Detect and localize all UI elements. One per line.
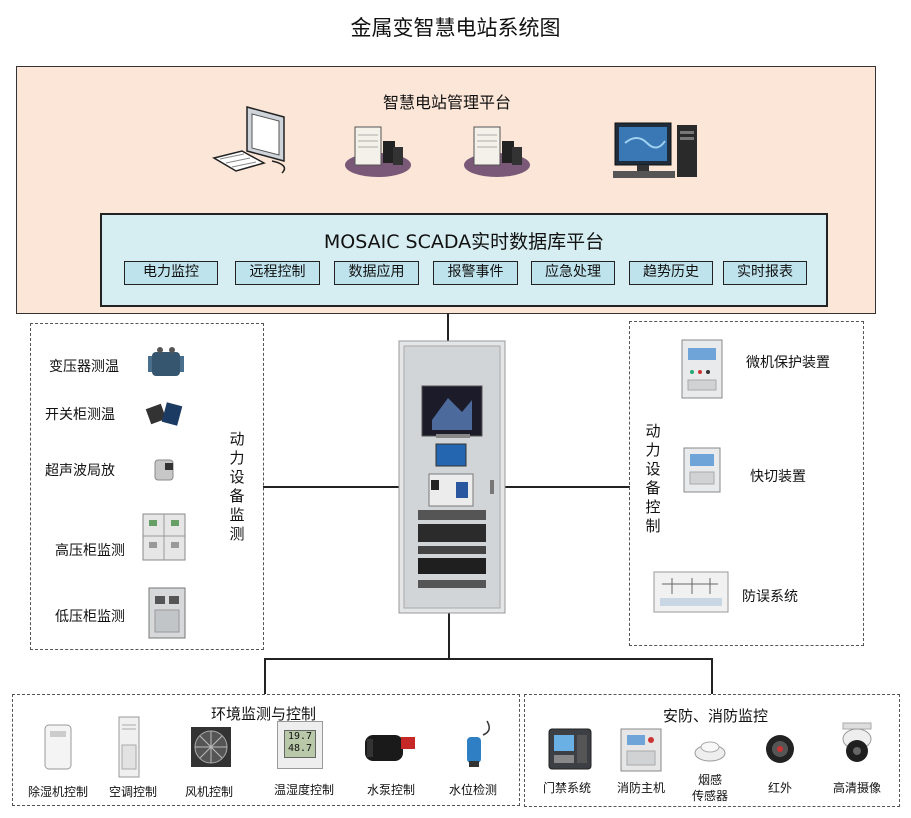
caption-air-conditioner-control: 空调控制 xyxy=(108,785,157,799)
humidity-reading: 48.7 xyxy=(287,743,313,754)
connector-line xyxy=(447,313,449,343)
module-data-application: 数据应用 xyxy=(334,261,419,285)
thermo-hygrometer-screen: 19.7 48.7 xyxy=(284,730,316,758)
item-low-voltage-cabinet: 低压柜监测 xyxy=(55,609,125,625)
security-group: 安防、消防监控 门禁系统 消防主机 烟感 传感器 红外 高清摄像 xyxy=(524,694,900,807)
float-sensor-icon xyxy=(467,720,490,767)
dome-camera-icon xyxy=(842,722,872,762)
module-remote-control: 远程控制 xyxy=(235,261,320,285)
caption-hd-camera: 高清摄像 xyxy=(832,781,881,795)
connector-line xyxy=(263,486,401,488)
module-alarm-events: 报警事件 xyxy=(433,261,518,285)
platform-title: 智慧电站管理平台 xyxy=(382,93,511,112)
workstation-icon xyxy=(212,106,286,174)
environment-title: 环境监测与控制 xyxy=(211,705,317,723)
temperature-reading: 19.7 xyxy=(287,731,313,742)
power-control-title: 动力设备控制 xyxy=(645,422,661,535)
server-icon xyxy=(345,126,411,177)
page-title: 金属变智慧电站系统图 xyxy=(350,16,561,40)
module-realtime-report: 实时报表 xyxy=(723,261,807,285)
item-fast-switching-device: 快切装置 xyxy=(750,469,806,485)
scada-title: MOSAIC SCADA实时数据库平台 xyxy=(323,231,605,253)
fan-icon xyxy=(191,727,231,767)
module-emergency-handling: 应急处理 xyxy=(531,261,615,285)
environment-group: 环境监测与控制 19.7 48.7 除湿机控制 空调控制 风机控制 温湿度控制 xyxy=(12,694,520,806)
module-power-monitoring: 电力监控 xyxy=(124,261,218,285)
power-monitoring-group: 变压器测温 开关柜测温 超声波局放 高压柜监测 低压柜监测 动力设备监测 xyxy=(30,323,264,650)
air-conditioner-icon xyxy=(118,716,140,778)
temperature-sensor-icon xyxy=(145,402,183,426)
caption-fire-alarm-host: 消防主机 xyxy=(616,781,665,795)
item-microcomputer-protection: 微机保护装置 xyxy=(746,355,830,371)
connector-line xyxy=(711,658,713,694)
server-cabinet-icon xyxy=(398,340,506,614)
caption-access-control-system: 门禁系统 xyxy=(542,781,591,795)
connector-line xyxy=(264,658,266,694)
connector-line xyxy=(448,612,450,660)
dehumidifier-icon xyxy=(44,724,72,770)
module-trend-history: 趋势历史 xyxy=(629,261,713,285)
caption-temperature-humidity-control: 温湿度控制 xyxy=(273,783,334,797)
item-anti-misoperation-system: 防误系统 xyxy=(742,589,798,605)
anti-misoperation-panel-icon xyxy=(653,571,729,613)
ultrasonic-sensor-icon xyxy=(154,459,174,481)
caption-sensor: 传感器 xyxy=(691,789,728,803)
transformer-icon xyxy=(148,347,184,376)
caption-water-pump-control: 水泵控制 xyxy=(366,783,415,797)
high-voltage-cabinet-icon xyxy=(142,513,186,561)
infrared-sensor-icon xyxy=(766,735,794,763)
thermo-hygrometer-icon: 19.7 48.7 xyxy=(277,721,323,769)
protection-relay-icon xyxy=(681,339,723,399)
server-icon xyxy=(464,126,530,177)
access-control-icon xyxy=(548,728,592,770)
connector-line xyxy=(502,486,630,488)
item-switchgear-temperature: 开关柜测温 xyxy=(45,407,115,423)
caption-dehumidifier-control: 除湿机控制 xyxy=(27,785,88,799)
item-high-voltage-cabinet: 高压柜监测 xyxy=(55,543,125,559)
smoke-detector-icon xyxy=(694,741,726,762)
scada-platform: MOSAIC SCADA实时数据库平台 电力监控 远程控制 数据应用 报警事件 … xyxy=(100,213,828,307)
power-control-group: 动力设备控制 微机保护装置 快切装置 防误系统 xyxy=(629,321,864,646)
low-voltage-cabinet-icon xyxy=(148,587,186,639)
item-transformer-temperature: 变压器测温 xyxy=(49,359,119,375)
caption-infrared: 红外 xyxy=(767,781,792,795)
fire-alarm-host-icon xyxy=(620,728,662,772)
caption-water-level-detection: 水位检测 xyxy=(448,783,497,797)
caption-smoke: 烟感 xyxy=(697,773,722,787)
desktop-computer-icon xyxy=(613,122,697,178)
item-ultrasonic-partial-discharge: 超声波局放 xyxy=(45,463,115,479)
connector-line xyxy=(264,658,713,660)
management-platform: 智慧电站管理平台 xyxy=(16,66,876,314)
water-pump-icon xyxy=(365,735,415,761)
power-monitoring-title: 动力设备监测 xyxy=(229,430,245,543)
security-title: 安防、消防监控 xyxy=(663,707,769,725)
caption-fan-control: 风机控制 xyxy=(184,785,233,799)
fast-switch-device-icon xyxy=(683,447,721,493)
